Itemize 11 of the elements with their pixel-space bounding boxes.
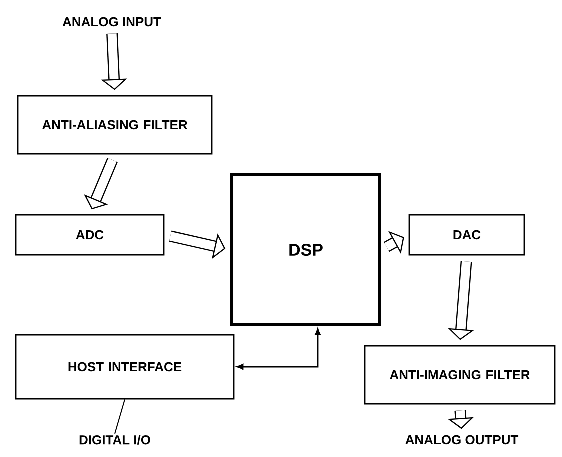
connector-line bbox=[114, 399, 126, 434]
converter-box: DAC bbox=[408, 214, 526, 256]
input-label: ANALOG INPUT bbox=[62, 17, 162, 27]
interface-box: HOST INTERFACE bbox=[15, 334, 235, 400]
converter-box: ADC bbox=[15, 214, 165, 256]
output-label: ANALOG OUTPUT bbox=[406, 435, 519, 445]
filter-box: ANTI-IMAGING FILTER bbox=[364, 345, 556, 405]
output-label: DIGITAL I/O bbox=[80, 435, 150, 445]
bus-arrow bbox=[236, 328, 321, 370]
processor-box: DSP bbox=[230, 174, 382, 326]
filter-box: ANTI-ALIASING FILTER bbox=[17, 95, 213, 155]
